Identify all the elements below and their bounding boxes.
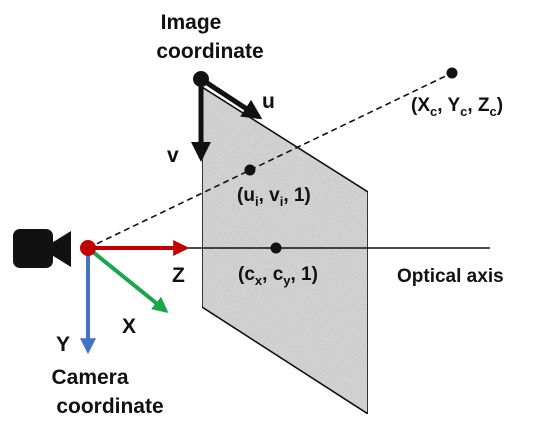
u-axis-arrow: [199, 76, 263, 120]
image-origin-point: [193, 71, 209, 87]
principal-point: [270, 242, 282, 254]
principal-point-label: (cx, cy, 1): [238, 264, 318, 288]
image-coordinate-label-line1: Image: [161, 11, 222, 34]
world-point-label: (Xc, Yc, Zc): [411, 95, 503, 119]
optical-axis-label: Optical axis: [397, 266, 504, 287]
projection-ray: [87, 72, 453, 249]
image-point-label: (ui, vi, 1): [237, 185, 311, 209]
x-axis-label: X: [122, 315, 136, 338]
u-axis-label: u: [262, 90, 275, 113]
y-axis-label: Y: [56, 333, 70, 356]
image-point: [244, 164, 256, 176]
video-camera-icon: [13, 229, 71, 268]
image-plane: [201, 85, 369, 416]
camera-center-point: [80, 240, 96, 256]
x-axis-arrow: [86, 246, 169, 314]
camera-coordinate-label-line1: Camera: [51, 366, 128, 389]
world-point: [446, 67, 458, 79]
camera-coordinate-label-line2: coordinate: [56, 395, 163, 418]
image-coordinate-label-line2: coordinate: [156, 40, 263, 63]
z-axis-label: Z: [172, 264, 185, 287]
v-axis-label: v: [167, 144, 179, 167]
